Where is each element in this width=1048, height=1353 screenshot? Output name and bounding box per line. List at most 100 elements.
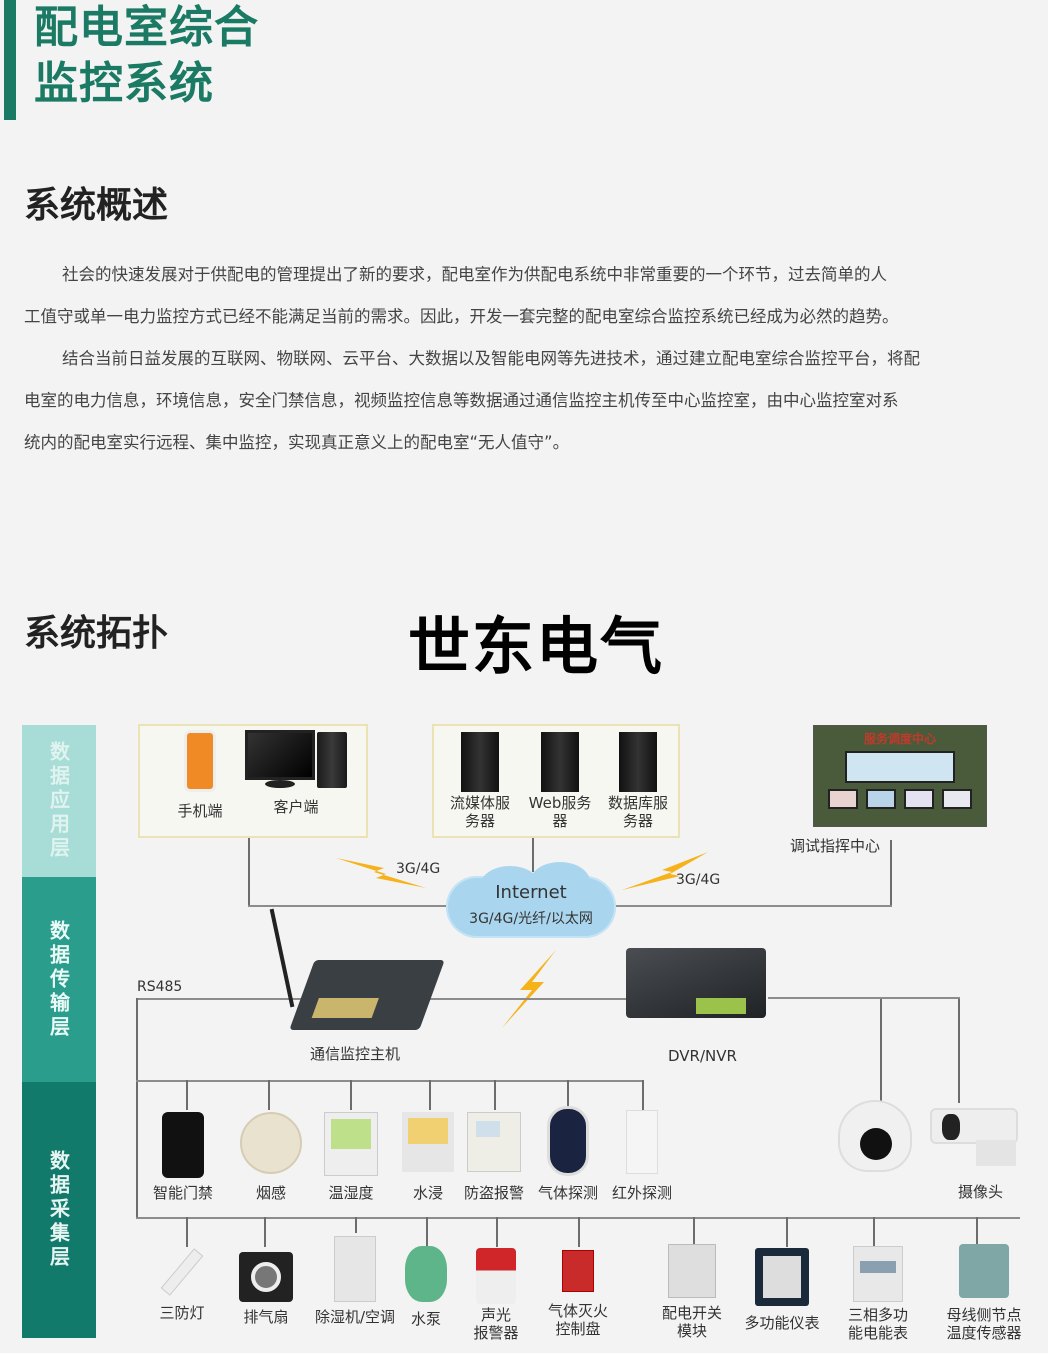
connector xyxy=(494,1080,496,1110)
device-label: 多功能仪表 xyxy=(744,1314,820,1332)
desktop-computer-icon xyxy=(245,730,347,788)
paragraph-line: 社会的快速发展对于供配电的管理提出了新的要求，配电室作为供配电系统中非常重要的一… xyxy=(62,265,887,284)
device-label: 三相多功能电能表 xyxy=(847,1306,908,1342)
page-title: 配电室综合 监控系统 xyxy=(34,0,259,112)
connector xyxy=(578,1217,580,1247)
connector xyxy=(642,1080,644,1110)
device-label: 排气扇 xyxy=(243,1308,289,1326)
sensor-bus xyxy=(136,1080,644,1082)
lightning-bolt-icon xyxy=(502,950,556,1028)
dvr-device-icon xyxy=(626,948,766,1018)
device-label: 水浸 xyxy=(412,1184,443,1202)
connector xyxy=(496,1217,498,1247)
server-label: Web服务器 xyxy=(528,794,592,830)
connector xyxy=(248,905,448,907)
cloud-puff xyxy=(530,862,590,902)
connector xyxy=(873,1217,875,1247)
client-desktop: 客户端 xyxy=(244,730,348,816)
connector xyxy=(693,1217,695,1247)
burglar-alarm-icon xyxy=(467,1112,521,1172)
connector xyxy=(429,1080,431,1110)
device-pump: 水泵 xyxy=(400,1246,452,1328)
rs485-bus xyxy=(136,998,316,1000)
device-gas: 气体探测 xyxy=(532,1106,604,1202)
gateway-device-icon xyxy=(289,960,445,1030)
energy-meter-icon xyxy=(853,1246,903,1302)
control-center-image: 服务调度中心 xyxy=(813,725,987,827)
device-label: 气体探测 xyxy=(537,1184,598,1202)
thermo-hygrometer-icon xyxy=(324,1112,378,1176)
device-label: 温湿度 xyxy=(328,1184,374,1202)
cameras-label: 摄像头 xyxy=(958,1183,1004,1201)
connector xyxy=(350,1080,352,1110)
dvr-label: DVR/NVR xyxy=(668,1047,737,1065)
connector xyxy=(136,998,138,1218)
connector xyxy=(248,838,250,906)
server-web: Web服务器 xyxy=(522,732,598,830)
device-dehumidifier: 除湿机/空调 xyxy=(306,1236,404,1326)
water-leak-sensor-icon xyxy=(402,1112,454,1172)
layer-application: 数据应用层 xyxy=(22,725,96,877)
device-fan: 排气扇 xyxy=(236,1252,296,1326)
device-multimeter: 多功能仪表 xyxy=(738,1248,826,1332)
rs485-label: RS485 xyxy=(137,979,183,995)
connector xyxy=(567,1080,569,1110)
access-control-icon xyxy=(162,1112,204,1178)
paragraph-line: 工值守或单一电力监控方式已经不能满足当前的需求。因此，开发一套完整的配电室综合监… xyxy=(24,307,899,326)
device-energy-meter: 三相多功能电能表 xyxy=(840,1246,916,1342)
connector xyxy=(786,1217,788,1247)
device-label: 防盗报警 xyxy=(463,1184,524,1202)
infrared-detector-icon xyxy=(626,1110,658,1174)
exhaust-fan-icon xyxy=(239,1252,293,1302)
wireless-label-right: 3G/4G xyxy=(676,872,721,888)
gateway-label: 通信监控主机 xyxy=(310,1045,401,1063)
topology-heading: 系统拓扑 xyxy=(24,613,169,654)
paragraph-line: 统内的配电室实行远程、集中监控，实现真正意义上的配电室“无人值守”。 xyxy=(24,433,570,452)
control-center-label: 调试指挥中心 xyxy=(790,837,881,855)
device-label: 烟感 xyxy=(255,1184,286,1202)
server-icon xyxy=(461,732,499,792)
server-streaming: 流媒体服务器 xyxy=(442,732,518,830)
siren-icon xyxy=(476,1248,516,1304)
fire-control-panel-icon xyxy=(562,1250,594,1292)
server-label: 流媒体服务器 xyxy=(449,794,510,830)
control-center-sign: 服务调度中心 xyxy=(863,732,936,746)
page-title-line2: 监控系统 xyxy=(34,58,214,109)
camera-bracket xyxy=(976,1140,1016,1166)
connector xyxy=(768,997,882,999)
server-icon xyxy=(619,732,657,792)
bullet-camera-icon xyxy=(930,1108,1018,1144)
page-title-line1: 配电室综合 xyxy=(34,2,259,53)
paragraph-line: 电室的电力信息，环境信息，安全门禁信息，视频监控信息等数据通过通信监控主机传至中… xyxy=(24,391,899,410)
device-label: 配电开关模块 xyxy=(661,1304,722,1340)
device-label: 除湿机/空调 xyxy=(314,1308,396,1326)
connector xyxy=(268,1080,270,1110)
power-meter-icon xyxy=(755,1248,809,1306)
cloud-subtitle: 3G/4G/光纤/以太网 xyxy=(469,911,593,927)
connector xyxy=(890,840,892,906)
layer-transport: 数据传输层 xyxy=(22,877,96,1082)
dome-camera-icon xyxy=(838,1100,912,1172)
device-smoke: 烟感 xyxy=(236,1112,306,1202)
device-label: 红外探测 xyxy=(611,1184,672,1202)
device-light: 三防灯 xyxy=(152,1248,212,1322)
connector xyxy=(976,1217,978,1247)
device-siren: 声光报警器 xyxy=(466,1248,526,1342)
smoke-detector-icon xyxy=(240,1112,302,1174)
device-label: 气体灭火控制盘 xyxy=(547,1302,608,1338)
device-switch-module: 配电开关模块 xyxy=(654,1244,730,1340)
device-label: 母线侧节点温度传感器 xyxy=(946,1306,1022,1342)
layer-label: 数据传输层 xyxy=(46,919,71,1040)
connector xyxy=(958,997,960,1103)
device-label: 三防灯 xyxy=(159,1304,205,1322)
overview-paragraph: 社会的快速发展对于供配电的管理提出了新的要求，配电室作为供配电系统中非常重要的一… xyxy=(24,254,1040,464)
server-database: 数据库服务器 xyxy=(600,732,676,830)
dehumidifier-icon xyxy=(334,1236,376,1302)
switch-module-icon xyxy=(668,1244,716,1298)
paragraph-line: 结合当前日益发展的互联网、物联网、云平台、大数据以及智能电网等先进技术，通过建立… xyxy=(62,349,920,368)
connector xyxy=(264,1217,266,1247)
connector xyxy=(880,997,960,999)
wireless-label-left: 3G/4G xyxy=(396,861,441,877)
layer-label: 数据采集层 xyxy=(46,1150,71,1270)
brand-name: 世东电气 xyxy=(408,610,665,683)
